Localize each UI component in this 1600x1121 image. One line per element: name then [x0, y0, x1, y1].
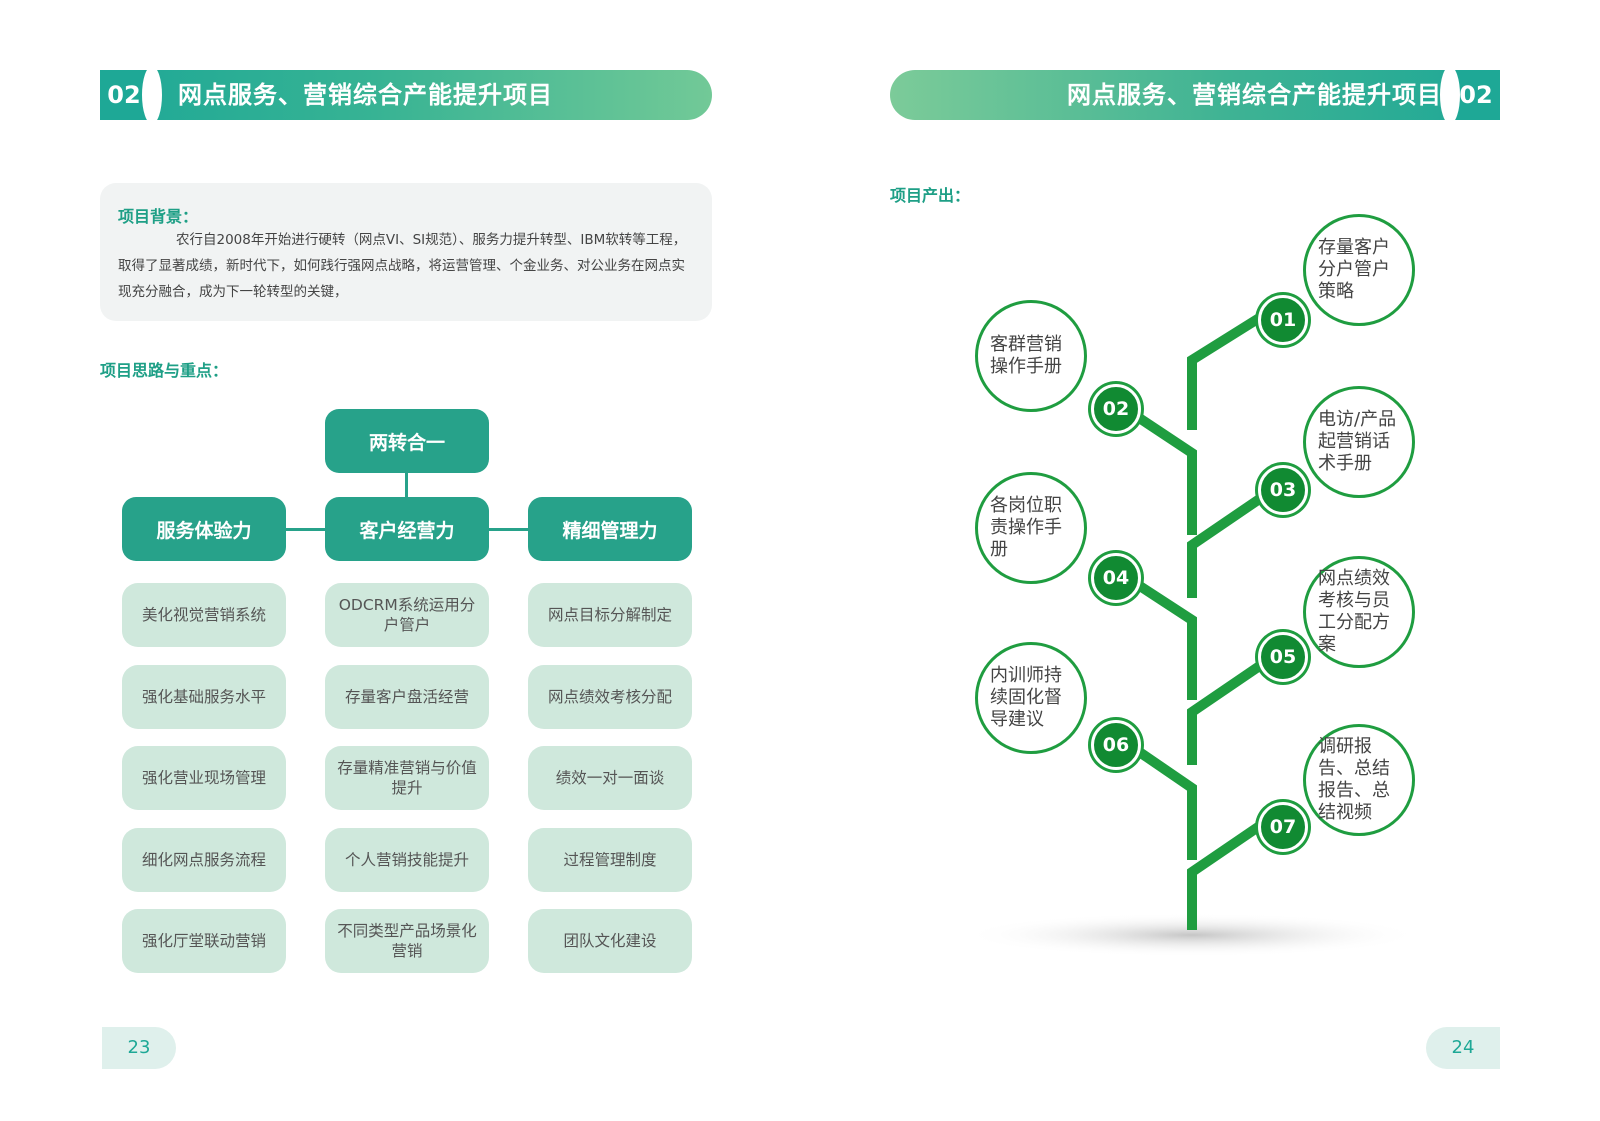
background-box — [100, 183, 712, 321]
output-badge-06: 06 — [1091, 720, 1141, 770]
right-section-number: 02 — [1452, 70, 1500, 120]
right-header-banner: 网点服务、营销综合产能提升项目 — [890, 70, 1500, 120]
mindmap-item: 存量精准营销与价值提升 — [325, 746, 489, 810]
approach-label: 项目思路与重点： — [100, 361, 229, 380]
right-header-title: 网点服务、营销综合产能提升项目 — [1067, 81, 1442, 109]
mindmap-item: 美化视觉营销系统 — [122, 583, 286, 647]
column-head-service: 服务体验力 — [122, 497, 286, 561]
output-circle-05: 网点绩效考核与员工分配方案 — [1303, 556, 1415, 668]
tree-shadow — [962, 913, 1422, 957]
left-header-title: 网点服务、营销综合产能提升项目 — [178, 81, 553, 109]
output-badge-04: 04 — [1091, 553, 1141, 603]
mindmap-item: 网点绩效考核分配 — [528, 665, 692, 729]
connector-right — [488, 528, 528, 531]
right-page-number: 24 — [1426, 1027, 1500, 1069]
left-tab-notch — [142, 66, 162, 124]
mindmap-item: 强化基础服务水平 — [122, 665, 286, 729]
output-badge-01: 01 — [1258, 295, 1308, 345]
output-badge-03: 03 — [1258, 465, 1308, 515]
mindmap-item: 细化网点服务流程 — [122, 828, 286, 892]
right-tab-notch — [1440, 66, 1460, 124]
mindmap-item: 强化营业现场管理 — [122, 746, 286, 810]
left-header-banner: 网点服务、营销综合产能提升项目 — [100, 70, 712, 120]
connector-left — [286, 528, 326, 531]
left-page-number: 23 — [102, 1027, 176, 1069]
tree-branch-01 — [1187, 300, 1283, 430]
column-head-management: 精细管理力 — [528, 497, 692, 561]
output-label: 项目产出： — [890, 186, 971, 205]
output-circle-04: 各岗位职责操作手册 — [975, 472, 1087, 584]
output-circle-02: 客群营销操作手册 — [975, 300, 1087, 412]
output-badge-05: 05 — [1258, 632, 1308, 682]
mindmap-item: ODCRM系统运用分户管户 — [325, 583, 489, 647]
mindmap-item: 个人营销技能提升 — [325, 828, 489, 892]
mindmap-item: 绩效一对一面谈 — [528, 746, 692, 810]
mindmap-item: 网点目标分解制定 — [528, 583, 692, 647]
output-badge-07: 07 — [1258, 802, 1308, 852]
mindmap-item: 不同类型产品场景化营销 — [325, 909, 489, 973]
background-text: 农行自2008年开始进行硬转（网点VI、SI规范）、服务力提升转型、IBM软转等… — [118, 232, 687, 300]
output-circle-01: 存量客户分户管户策略 — [1303, 214, 1415, 326]
connector-vertical — [405, 470, 408, 498]
mindmap-item: 强化厅堂联动营销 — [122, 909, 286, 973]
mindmap-item: 团队文化建设 — [528, 909, 692, 973]
tree-branch-07 — [1187, 807, 1283, 930]
output-circle-07: 调研报告、总结报告、总结视频 — [1303, 724, 1415, 836]
mindmap-item: 存量客户盘活经营 — [325, 665, 489, 729]
left-section-number: 02 — [100, 70, 148, 120]
column-head-customer: 客户经营力 — [325, 497, 489, 561]
output-badge-02: 02 — [1091, 384, 1141, 434]
output-circle-06: 内训师持续固化督导建议 — [975, 642, 1087, 754]
output-circle-03: 电访/产品起营销话术手册 — [1303, 386, 1415, 498]
tree-branch-05 — [1187, 647, 1283, 765]
mindmap-top-box: 两转合一 — [325, 409, 489, 473]
tree-branch-03 — [1187, 480, 1283, 598]
background-label: 项目背景： — [118, 207, 199, 226]
mindmap-item: 过程管理制度 — [528, 828, 692, 892]
